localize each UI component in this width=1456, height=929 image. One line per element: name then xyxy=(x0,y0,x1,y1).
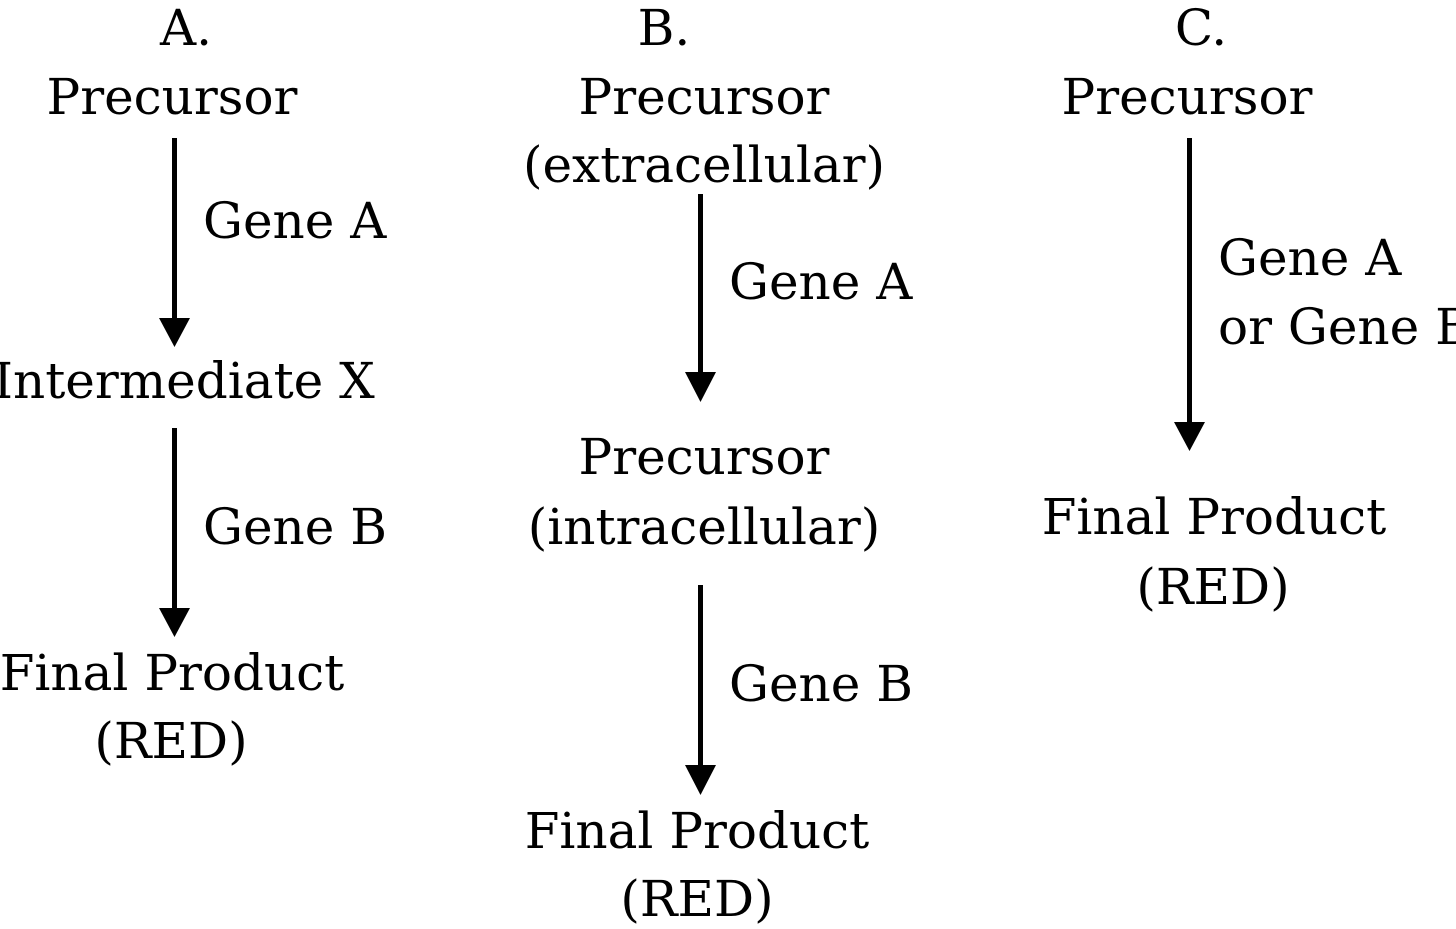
panel-c-red: (RED) xyxy=(1136,558,1290,616)
panel-b-red: (RED) xyxy=(620,870,774,928)
panel-a-step-gene-a: Gene A xyxy=(203,192,387,250)
panel-a-red: (RED) xyxy=(94,712,248,770)
panel-b-step-gene-b: Gene B xyxy=(729,655,913,713)
panel-b-arrow-1 xyxy=(685,194,716,402)
panel-a-label: A. xyxy=(159,0,213,57)
panel-c-final-product: Final Product xyxy=(1041,488,1387,546)
panel-b-final-product: Final Product xyxy=(524,802,870,860)
panel-b-precursor-intracellular: Precursor xyxy=(578,428,830,486)
panel-b-extracellular-qualifier: (extracellular) xyxy=(522,136,886,194)
panel-c-precursor: Precursor xyxy=(1061,68,1313,126)
panel-a-step-gene-b: Gene B xyxy=(203,498,387,556)
panel-c-step-gene-a: Gene A xyxy=(1218,229,1402,287)
panel-c-arrow xyxy=(1174,138,1205,451)
panel-b-intracellular-qualifier: (intracellular) xyxy=(527,498,881,556)
panel-b-step-gene-a: Gene A xyxy=(729,253,913,311)
panel-b-arrow-2 xyxy=(685,585,716,795)
panel-a-intermediate-x: Intermediate X xyxy=(0,352,375,410)
panel-a-arrow-2 xyxy=(159,428,190,637)
panel-b-label: B. xyxy=(637,0,691,57)
panel-c-step-or-gene-b: or Gene B xyxy=(1218,298,1456,356)
panel-a-precursor: Precursor xyxy=(46,68,298,126)
panel-c-label: C. xyxy=(1174,0,1228,57)
panel-a-final-product: Final Product xyxy=(0,644,345,702)
panel-b-precursor-extracellular: Precursor xyxy=(578,68,830,126)
panel-a-arrow-1 xyxy=(159,138,190,347)
